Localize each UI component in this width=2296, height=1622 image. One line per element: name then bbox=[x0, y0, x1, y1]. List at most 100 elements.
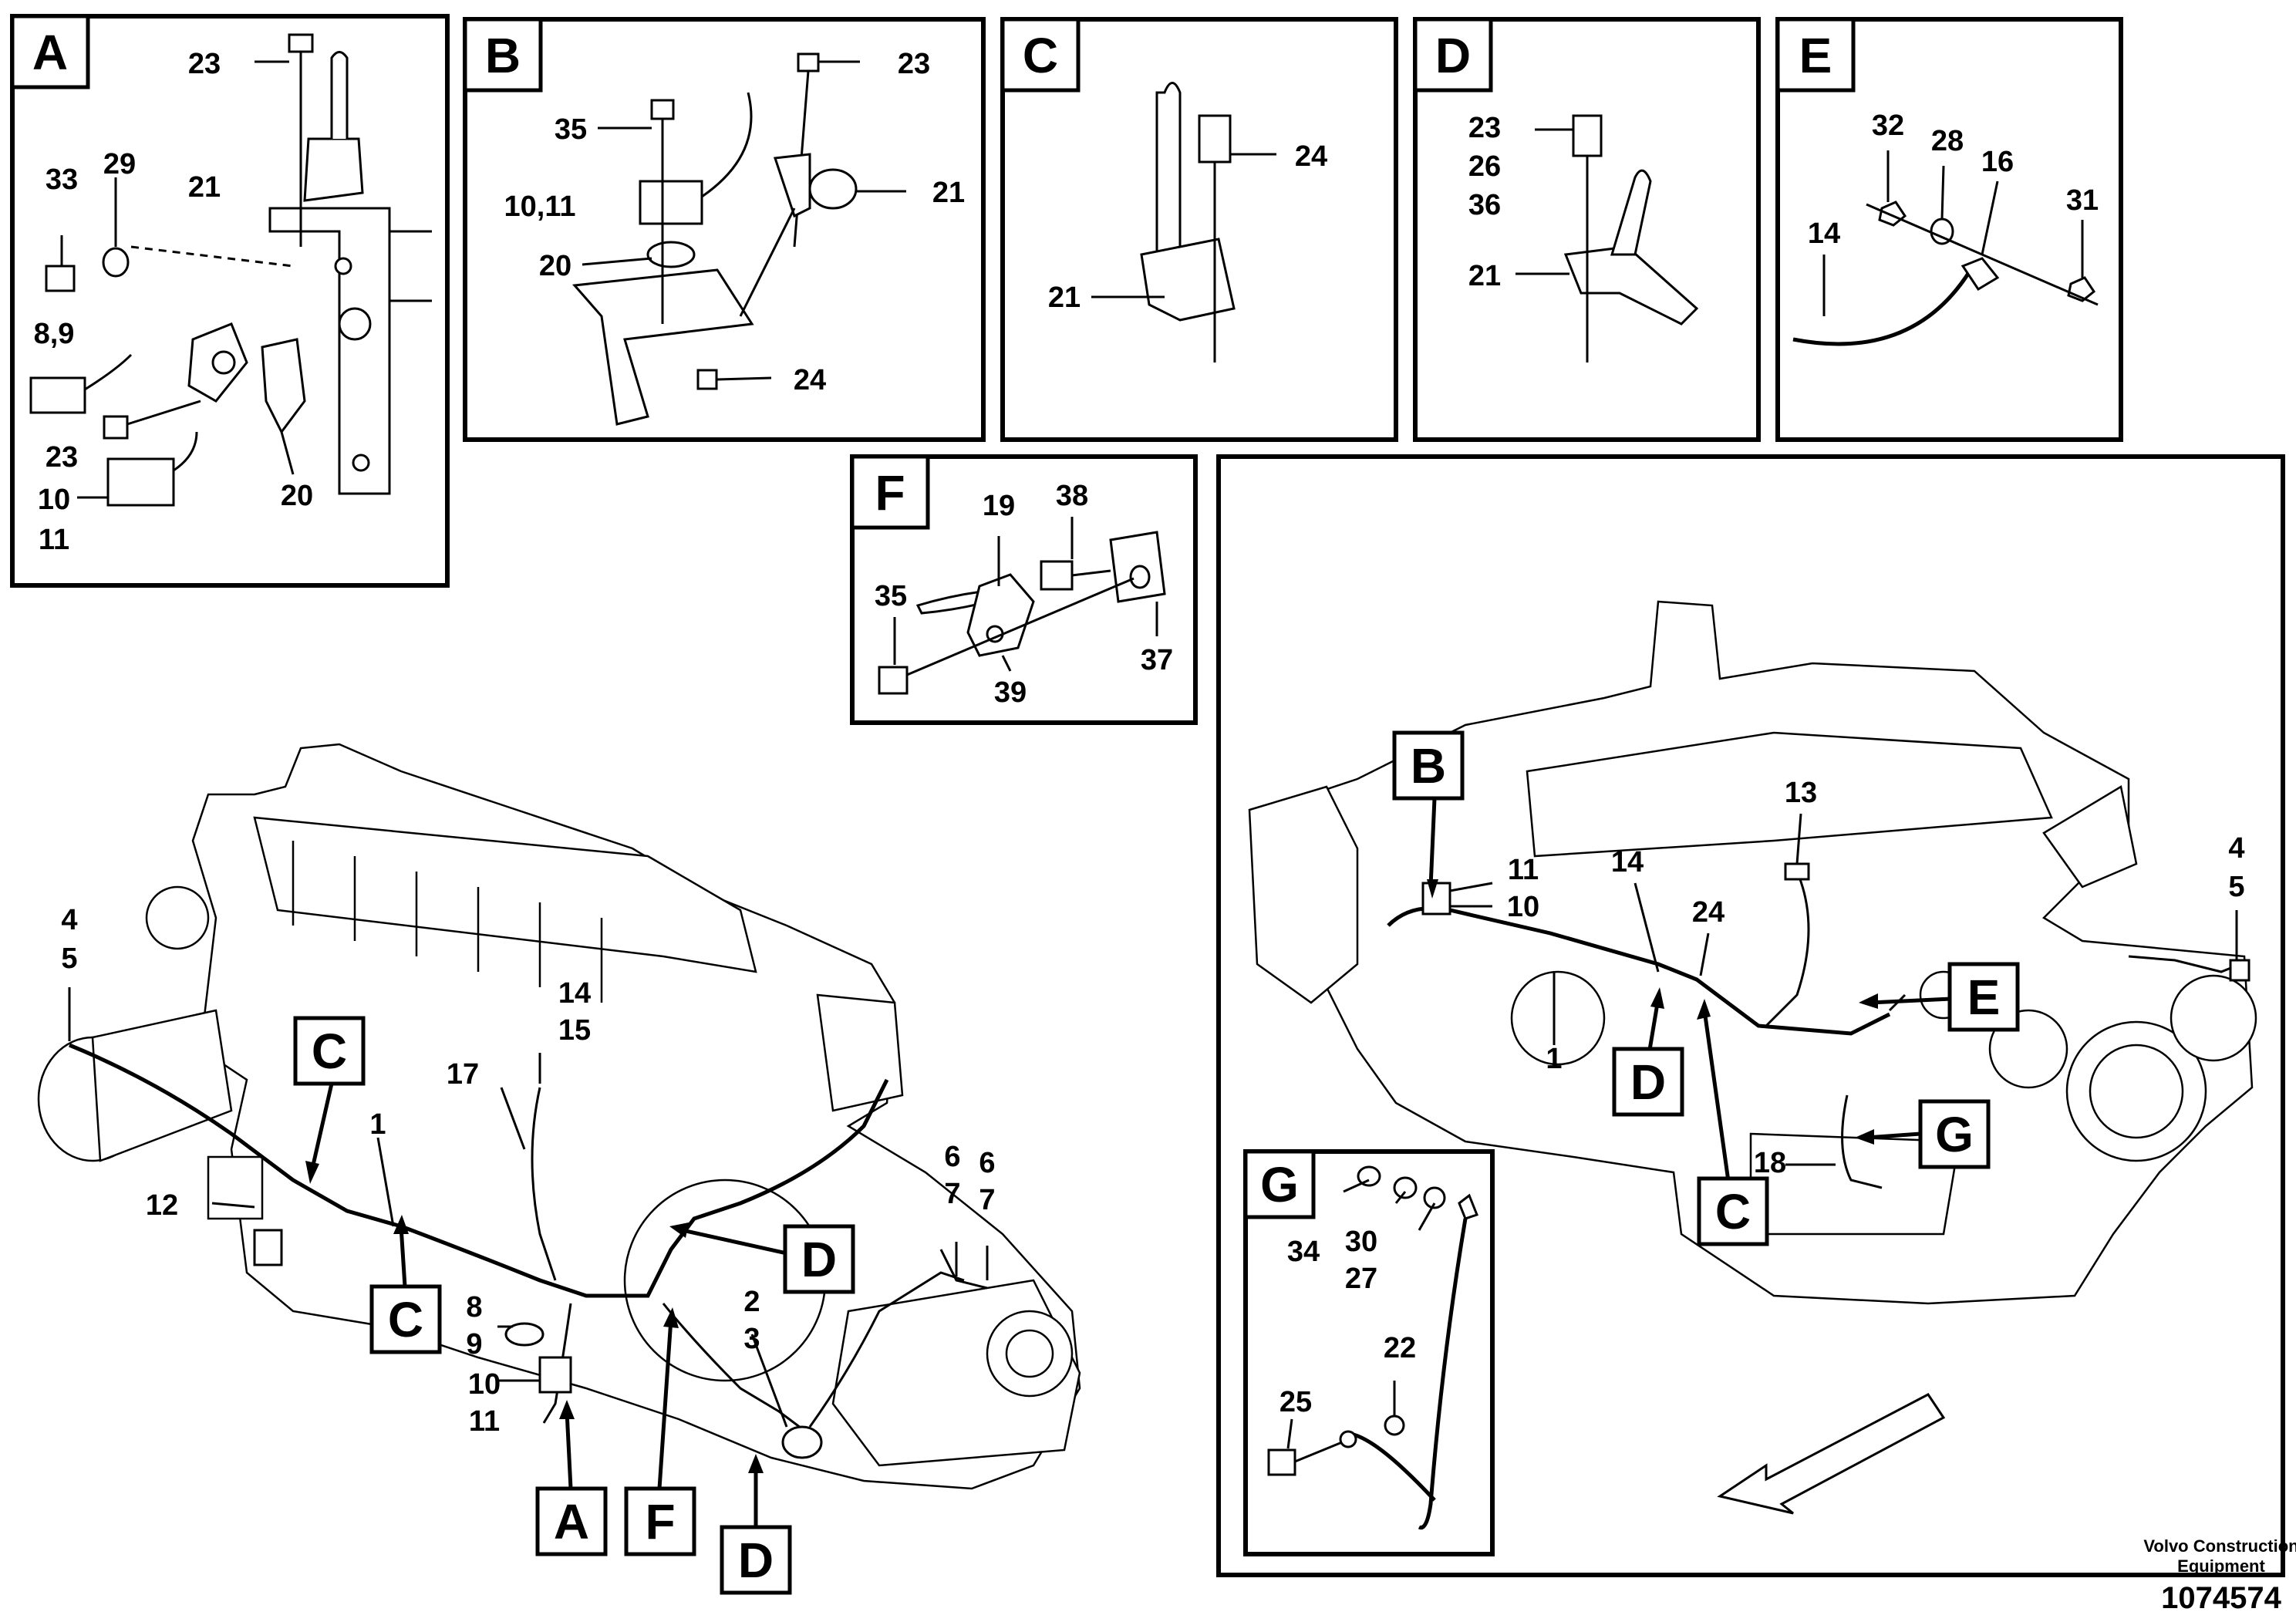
label: 24 bbox=[1295, 140, 1327, 173]
callout-b: B bbox=[1392, 730, 1465, 801]
intake bbox=[2042, 785, 2138, 889]
label: 24 bbox=[1692, 896, 1725, 929]
bracket-hole bbox=[352, 454, 370, 472]
label: 9 bbox=[466, 1328, 482, 1361]
panel-e-tag bbox=[1775, 17, 1856, 93]
main-harness-left bbox=[69, 1043, 889, 1298]
callout-c-lower: C bbox=[369, 1284, 442, 1354]
harness-14-15 bbox=[531, 1087, 557, 1281]
valve-cover bbox=[1526, 731, 2053, 858]
label: 38 bbox=[1056, 480, 1088, 512]
document-number: 1074574 bbox=[2161, 1581, 2281, 1615]
label: 39 bbox=[994, 676, 1027, 709]
panel-d-tag bbox=[1413, 17, 1493, 93]
label: 14 bbox=[558, 977, 591, 1010]
panel-a-letter: A bbox=[32, 25, 68, 80]
fan-hub bbox=[2170, 974, 2257, 1062]
connector-10-11-left bbox=[538, 1356, 572, 1394]
bolt-24 bbox=[696, 369, 718, 390]
label: 21 bbox=[1468, 260, 1501, 292]
cable-lug bbox=[1458, 1193, 1478, 1220]
b-clip-loop bbox=[808, 168, 858, 210]
label: 15 bbox=[558, 1014, 591, 1047]
connector-10 bbox=[106, 457, 175, 507]
panel-d-letter: D bbox=[1435, 28, 1471, 83]
label: 22 bbox=[1384, 1332, 1416, 1364]
label: 1 bbox=[1546, 1043, 1562, 1075]
footer: Volvo Construction Equipment 1074574 bbox=[2143, 1536, 2296, 1615]
brand-line-2: Equipment bbox=[2177, 1556, 2265, 1576]
label: 27 bbox=[1345, 1263, 1377, 1295]
filter-housing bbox=[207, 1155, 264, 1220]
label: 19 bbox=[983, 490, 1015, 522]
label: 34 bbox=[1287, 1236, 1320, 1268]
label: 5 bbox=[2228, 871, 2244, 903]
label: 26 bbox=[1468, 150, 1501, 183]
callout-c: C bbox=[1697, 1176, 1769, 1246]
label: 14 bbox=[1611, 846, 1644, 878]
label: 6 bbox=[979, 1147, 995, 1179]
washer-29 bbox=[102, 247, 130, 278]
label: 10 bbox=[38, 484, 70, 516]
panel-g-tag bbox=[1243, 1149, 1316, 1219]
label: 14 bbox=[1808, 218, 1840, 250]
ecu-box bbox=[816, 993, 904, 1112]
right-engine-view: B E D G C 13 11 10 14 24 4 5 1 18 bbox=[1216, 454, 2285, 1577]
clip-2-3 bbox=[781, 1425, 823, 1459]
svg-text:D: D bbox=[801, 1232, 837, 1287]
cable-14 bbox=[1792, 268, 1973, 346]
label: 35 bbox=[875, 580, 907, 612]
clip-strap bbox=[330, 51, 349, 139]
b-bracket bbox=[571, 268, 754, 426]
d-clip bbox=[1563, 245, 1699, 325]
label: 23 bbox=[1468, 112, 1501, 144]
connector-10-11 bbox=[1421, 882, 1451, 916]
label: 12 bbox=[146, 1189, 178, 1222]
panel-f-tag bbox=[850, 454, 930, 530]
svg-text:C: C bbox=[312, 1023, 347, 1079]
panel-c-letter: C bbox=[1023, 28, 1058, 83]
nut-32 bbox=[1878, 201, 1907, 227]
panel-c-tag bbox=[1000, 17, 1081, 93]
cable-lug-16 bbox=[1961, 257, 2000, 292]
label: 18 bbox=[1754, 1147, 1786, 1179]
label: 7 bbox=[944, 1178, 960, 1210]
detail-panel-b: B 23 35 10,11 21 20 24 bbox=[463, 17, 986, 442]
turbo bbox=[145, 885, 210, 950]
detail-panel-f: F 19 38 35 39 37 bbox=[850, 454, 1198, 725]
label: 5 bbox=[61, 943, 77, 975]
ground-cable bbox=[1418, 1218, 1468, 1530]
svg-text:E: E bbox=[1967, 969, 2001, 1025]
label: 10 bbox=[468, 1368, 501, 1401]
label: 33 bbox=[46, 164, 78, 196]
bolt-35 bbox=[650, 99, 675, 120]
detail-panel-c: C 24 21 bbox=[1000, 17, 1398, 442]
lock-washer-22 bbox=[1384, 1415, 1405, 1436]
label: 30 bbox=[1345, 1226, 1377, 1258]
cable-18 bbox=[1841, 1094, 1883, 1189]
f-clip-39 bbox=[966, 573, 1035, 657]
label: 32 bbox=[1872, 110, 1904, 142]
washer-27 bbox=[1423, 1186, 1446, 1209]
b-clip bbox=[773, 153, 811, 218]
callout-g: G bbox=[1918, 1099, 1991, 1169]
oil-filter bbox=[1510, 970, 1606, 1066]
label: 11 bbox=[469, 1405, 500, 1438]
detail-panel-d: D 23 26 36 21 bbox=[1413, 17, 1761, 442]
c-clip bbox=[1140, 238, 1236, 322]
sensor-bracket-20 bbox=[261, 338, 306, 434]
bracket-boss bbox=[338, 307, 372, 341]
label: 23 bbox=[898, 48, 930, 80]
flywheel-housing bbox=[1248, 785, 1359, 1004]
callout-d-lower: D bbox=[720, 1525, 792, 1595]
bolt-23 bbox=[1572, 114, 1603, 157]
label: 28 bbox=[1931, 125, 1964, 157]
brand-line-1: Volvo Construction bbox=[2143, 1536, 2296, 1556]
svg-text:F: F bbox=[645, 1494, 675, 1549]
label: 37 bbox=[1141, 644, 1173, 676]
bracket-plate bbox=[268, 207, 391, 495]
clip bbox=[303, 137, 364, 202]
label: 8,9 bbox=[34, 318, 75, 350]
panel-a-tag bbox=[10, 14, 90, 89]
